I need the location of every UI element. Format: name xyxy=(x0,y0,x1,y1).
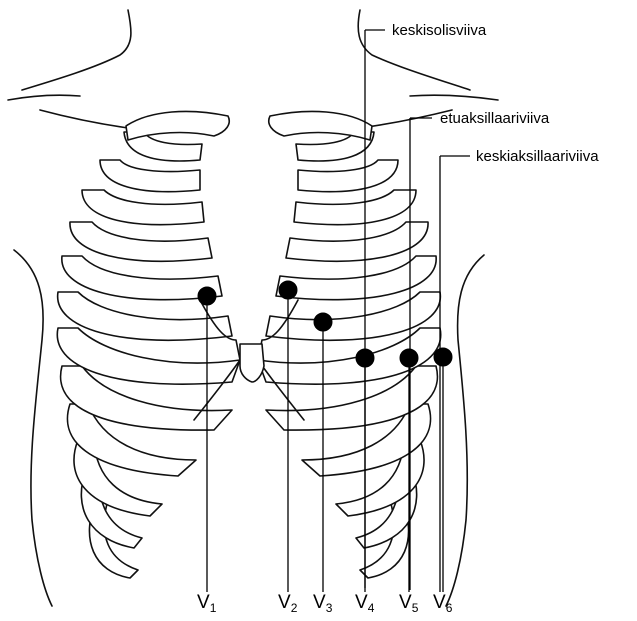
lead-label-v3: V3 xyxy=(313,592,333,615)
electrode-v3 xyxy=(314,313,332,331)
rib-left-3 xyxy=(82,190,204,225)
electrode-v6 xyxy=(434,348,452,366)
lead-label-v2: V2 xyxy=(278,592,298,615)
rib-right-4 xyxy=(286,222,428,261)
clavicle-right xyxy=(360,110,452,128)
lead-label-v6: V6 xyxy=(433,592,453,615)
electrode-v5 xyxy=(400,349,418,367)
rib-right-2 xyxy=(298,160,398,192)
label-anterior-axillary: etuaksillaariviiva xyxy=(440,110,550,127)
label-mid-axillary: keskiaksillaariviiva xyxy=(476,148,599,165)
electrode-v2 xyxy=(279,281,297,299)
lead-label-v4: V4 xyxy=(355,592,375,615)
electrode-v4 xyxy=(356,349,374,367)
body-side-right xyxy=(446,255,484,606)
lead-labels: V1 V2 V3 V4 V5 V6 xyxy=(197,592,453,615)
rib-left-4 xyxy=(70,222,212,261)
clavicle-left xyxy=(40,110,128,128)
rib-right-3 xyxy=(294,190,416,225)
rib-right-5 xyxy=(276,256,436,300)
lead-label-v1: V1 xyxy=(197,592,217,615)
label-midclavicular: keskisolisviiva xyxy=(392,22,487,39)
lead-label-v5: V5 xyxy=(399,592,419,615)
xiphoid-process xyxy=(240,344,264,382)
rib-cage-left xyxy=(57,132,240,578)
manubrium-right xyxy=(269,111,372,140)
shoulder-left xyxy=(8,95,80,100)
electrode-v1 xyxy=(198,287,216,305)
rib-left-2 xyxy=(100,160,200,192)
shoulder-right xyxy=(410,95,498,100)
body-side-left xyxy=(14,250,52,606)
manubrium-left xyxy=(126,111,229,140)
neck-left xyxy=(22,10,131,90)
rib-cage xyxy=(57,111,440,578)
